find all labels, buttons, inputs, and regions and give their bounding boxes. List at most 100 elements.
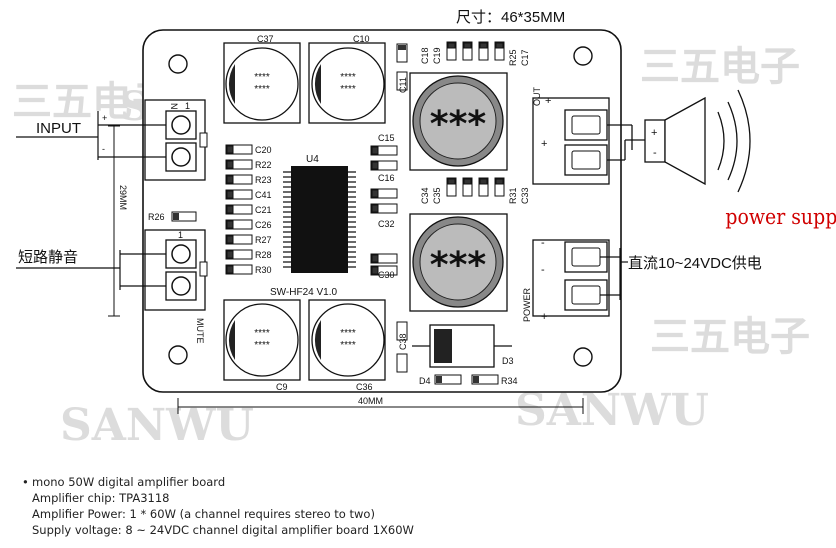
svg-text:OUT: OUT [532,87,542,107]
svg-text:U4: U4 [306,154,319,165]
svg-text:R34: R34 [501,376,518,386]
svg-text:****: **** [340,84,356,95]
smd-label: C34 [420,187,430,204]
smd-label: R31 [508,187,518,204]
mounting-hole [168,345,188,365]
svg-text:D3: D3 [502,356,514,366]
diode-d3: D3 [412,324,514,368]
d4-r34: D4 R34 [419,374,518,386]
cap-label: C37 [257,34,274,44]
electrolytic-cap-c37: C37 **** **** [223,34,301,124]
svg-text:+: + [651,127,657,139]
mute-label: 短路静音 [18,249,78,266]
power-wiring [600,248,628,300]
product-description: •mono 50W digital amplifier board Amplif… [22,474,822,538]
svg-text:****: **** [340,72,356,83]
watermark-en-bottom-left: SANWU [60,400,254,451]
input-connector: N 1 [144,99,208,181]
amplifier-board-diagram: 三五电子 三五电子 三五电子 SANWU SANWU SANWU 尺寸：46*3… [12,9,836,451]
input-wiring [16,111,166,160]
power-dc-label: 直流10~24VDC供电 [628,255,762,272]
svg-text:-: - [653,147,657,159]
model-label: SW-HF24 V1.0 [270,287,337,298]
smd-label: C19 [432,47,442,64]
svg-text:1: 1 [185,101,190,111]
height-dim-label: 29MM [118,185,128,210]
smd-label: R30 [255,265,272,275]
svg-text:****: **** [254,84,270,95]
smd-label: R28 [255,250,272,260]
svg-text:+: + [545,95,551,107]
svg-text:****: **** [254,340,270,351]
bullet-icon: • [22,475,29,489]
description-line: Supply voltage: 8 ~ 24VDC channel digita… [32,523,414,537]
watermark-en-bottom: SANWU [515,385,709,436]
smd-label: C32 [378,219,395,229]
smd-label: C26 [255,220,272,230]
smd-label: C41 [255,190,272,200]
cap-label: C36 [356,382,373,392]
mute-connector: 1 MUTE [144,229,208,344]
smd-column-right [370,145,398,276]
smd-label: C17 [520,49,530,66]
input-label: INPUT [36,120,81,137]
smd-label: C33 [520,187,530,204]
svg-text:D4: D4 [419,376,431,386]
watermark-cn-top-right: 三五电子 [640,44,800,90]
smd-label: C15 [378,133,395,143]
svg-text:****: **** [254,72,270,83]
resistor-r26: R26 [148,211,197,222]
svg-text:1: 1 [178,230,183,240]
mounting-holes [168,46,593,367]
inductor-mark: *** [430,104,487,145]
electrolytic-cap-c9: C9 **** **** [223,299,301,392]
svg-text:-: - [541,178,545,190]
svg-text:****: **** [340,340,356,351]
inductor-bottom: *** [409,213,508,312]
svg-text:MUTE: MUTE [195,318,205,344]
power-supply-label: power supply [725,204,836,229]
smd-label: R27 [255,235,272,245]
width-dimension [177,398,584,414]
electrolytic-cap-c10: C10 **** **** [308,34,386,124]
mounting-hole [168,54,188,74]
smd-label: C18 [420,47,430,64]
svg-text:N: N [169,103,179,110]
mounting-hole [573,347,593,367]
svg-text:-: - [541,237,545,249]
svg-text:R26: R26 [148,212,165,222]
cap-c38: C38 [396,321,408,373]
watermark-cn-right: 三五电子 [650,314,810,360]
svg-text:POWER: POWER [522,287,532,322]
mute-wiring [16,250,166,290]
output-connector: OUT + + - [532,87,610,190]
svg-text:****: **** [254,328,270,339]
smd-row-mid [446,177,505,197]
svg-text:****: **** [340,328,356,339]
cap-c11: C11 [396,43,408,93]
svg-text:-: - [541,264,545,276]
smd-label: C21 [255,205,272,215]
svg-text:+: + [541,138,547,150]
cap-label: C10 [353,34,370,44]
board-size-label: 尺寸：46*35MM [456,9,565,26]
svg-text:+: + [102,113,107,123]
description-line: Amplifier chip: TPA3118 [32,491,170,505]
inductor-top: *** [409,72,508,171]
height-dimension [108,125,120,317]
smd-label: C20 [255,145,272,155]
smd-label: R22 [255,160,272,170]
inductor-mark: *** [430,245,487,286]
smd-column-left [225,144,253,275]
chip-u4: U4 SW-HF24 V1.0 [270,154,356,298]
svg-text:-: - [102,144,105,154]
mounting-hole [573,46,593,66]
smd-label: C30 [378,270,395,280]
width-dim-label: 40MM [358,396,383,406]
description-line: Amplifier Power: 1 * 60W (a channel requ… [32,507,375,521]
smd-label: R23 [255,175,272,185]
speaker-icon [607,89,751,193]
svg-text:+: + [541,311,547,323]
cap-label: C9 [276,382,288,392]
smd-label: C35 [432,187,442,204]
